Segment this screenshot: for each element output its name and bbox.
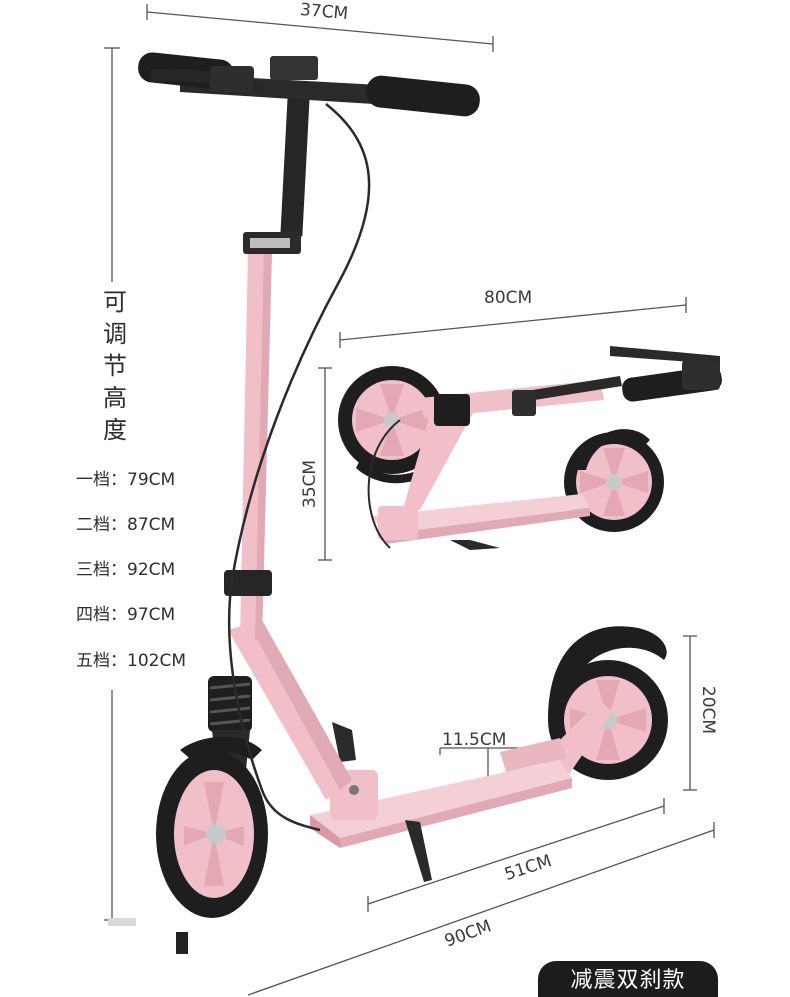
folded-height-label: 35CM bbox=[300, 459, 321, 509]
level-label: 三档 bbox=[76, 560, 110, 580]
title-char: 调 bbox=[103, 320, 127, 348]
decor-fragment bbox=[176, 932, 188, 954]
level-value: 102CM bbox=[127, 651, 186, 671]
deck-width-label: 11.5CM bbox=[442, 730, 507, 750]
title-char: 可 bbox=[103, 288, 127, 316]
level-label: 四档 bbox=[76, 605, 110, 625]
main-scooter bbox=[138, 52, 668, 918]
level-sep: ： bbox=[110, 470, 127, 490]
level-value: 87CM bbox=[127, 515, 176, 535]
level-sep: ： bbox=[110, 651, 127, 671]
title-char: 度 bbox=[103, 416, 127, 444]
level-label: 一档 bbox=[76, 470, 110, 490]
title-char: 高 bbox=[103, 384, 127, 412]
title-char: 节 bbox=[103, 352, 127, 380]
folded-length-label: 80CM bbox=[484, 288, 533, 308]
height-level: 二档：87CM bbox=[76, 510, 175, 535]
level-label: 二档 bbox=[76, 515, 110, 535]
handlebar-width-label: 37CM bbox=[299, 0, 349, 25]
height-level: 一档：79CM bbox=[76, 465, 175, 490]
level-sep: ： bbox=[110, 560, 127, 580]
decor-fragment bbox=[108, 918, 136, 926]
wheel-height-label: 20CM bbox=[698, 685, 719, 735]
level-value: 79CM bbox=[127, 470, 176, 490]
level-value: 97CM bbox=[127, 605, 176, 625]
level-label: 五档 bbox=[76, 651, 110, 671]
level-sep: ： bbox=[110, 605, 127, 625]
height-adjust-title: 可 调 节 高 度 bbox=[98, 286, 132, 446]
height-level: 五档：102CM bbox=[76, 646, 186, 671]
height-level: 四档：97CM bbox=[76, 600, 175, 625]
folded-scooter bbox=[338, 346, 722, 550]
feature-badge: 减震双刹款 bbox=[538, 961, 718, 997]
level-sep: ： bbox=[110, 515, 127, 535]
level-value: 92CM bbox=[127, 560, 176, 580]
height-level: 三档：92CM bbox=[76, 555, 175, 580]
